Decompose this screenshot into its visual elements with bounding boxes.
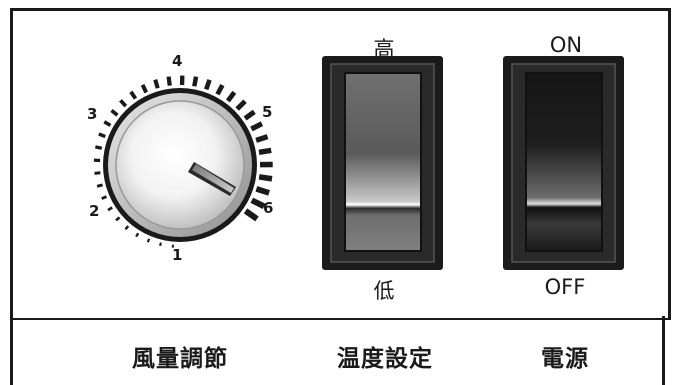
- fan-scale-tick: [119, 99, 128, 108]
- fan-scale-tick: [243, 109, 256, 121]
- fan-mark-6: 6: [263, 199, 274, 217]
- fan-scale-tick: [96, 183, 103, 188]
- fan-scale-tick: [101, 195, 108, 200]
- fan-scale-tick: [159, 242, 162, 247]
- power-label: 電源: [541, 346, 589, 372]
- fan-scale-tick: [225, 90, 237, 103]
- power-switch[interactable]: [503, 56, 624, 270]
- fan-scale-tick: [192, 76, 199, 87]
- fan-control-label: 風量調節: [132, 346, 228, 372]
- fan-mark-4: 4: [172, 52, 183, 70]
- fan-scale-tick: [110, 109, 119, 117]
- fan-mark-2: 2: [89, 202, 100, 220]
- knob-pointer-highlight: [192, 164, 234, 193]
- fan-scale-tick: [107, 206, 113, 212]
- fan-scale-tick: [250, 121, 264, 132]
- power-off-label: OFF: [544, 275, 586, 299]
- fan-scale-tick: [235, 99, 247, 111]
- fan-scale-tick: [250, 197, 266, 209]
- temp-low-label: 低: [373, 279, 395, 303]
- fan-scale-tick: [115, 216, 121, 222]
- fan-scale-tick: [243, 208, 259, 222]
- fan-scale-tick: [146, 238, 151, 243]
- fan-scale-tick: [255, 134, 269, 143]
- fan-knob[interactable]: [103, 88, 257, 242]
- left-edge-line: [10, 316, 13, 385]
- fan-mark-1: 1: [172, 246, 183, 264]
- fan-scale-tick: [204, 79, 212, 91]
- panel-frame: [10, 8, 671, 320]
- temperature-setting-label: 温度設定: [337, 346, 433, 372]
- right-edge-line: [662, 316, 665, 385]
- fan-scale-ticks: [93, 75, 273, 248]
- fan-scale-tick: [95, 145, 103, 150]
- fan-scale-tick: [215, 83, 225, 96]
- fan-scale-tick: [255, 186, 270, 196]
- fan-mark-5: 5: [262, 103, 273, 121]
- fan-scale-tick: [166, 76, 172, 86]
- fan-scale-tick: [98, 132, 106, 139]
- fan-scale-tick: [258, 147, 272, 155]
- power-on-label: ON: [549, 33, 583, 57]
- fan-scale-tick: [124, 225, 130, 231]
- temperature-switch[interactable]: [322, 56, 443, 270]
- fan-scale-tick: [140, 83, 149, 94]
- fan-scale-tick: [258, 174, 273, 182]
- fan-scale-tick: [129, 90, 138, 100]
- fan-scale-tick: [135, 232, 140, 238]
- fan-scale-tick: [153, 79, 160, 89]
- fan-scale-tick: [103, 120, 112, 127]
- fan-mark-3: 3: [87, 105, 98, 123]
- temp-high-label: 高: [373, 37, 395, 61]
- fan-scale-tick: [94, 171, 101, 175]
